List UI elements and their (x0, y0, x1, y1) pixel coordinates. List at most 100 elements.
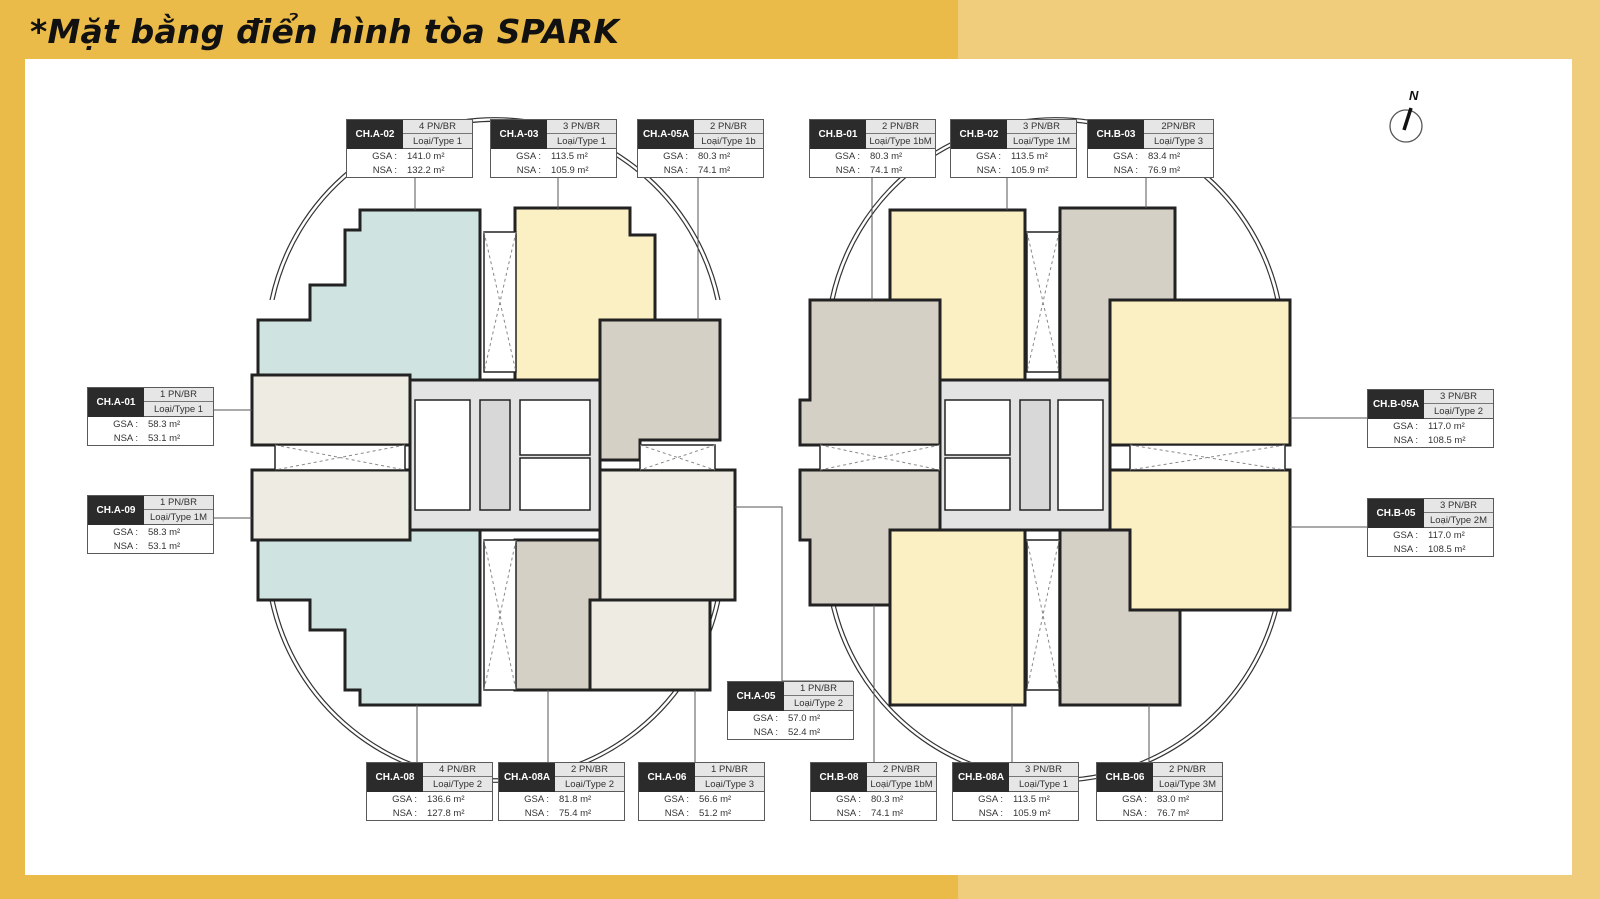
unit-b02-area (798, 298, 942, 447)
north-label: N (1409, 88, 1419, 103)
nsa-label: NSA : (392, 808, 417, 819)
unit-label-ch-a-08: CH.A-08 4 PN/BR Loại/Type 2 GSA :136.6 m… (366, 762, 493, 821)
gsa-label: GSA : (836, 794, 861, 805)
unit-code: CH.A-05A (638, 120, 694, 149)
unit-a08-area (256, 528, 482, 707)
unit-code: CH.B-05 (1368, 499, 1424, 528)
nsa-value: 51.2 m² (699, 808, 732, 819)
unit-b05a-area (1108, 298, 1292, 447)
nsa-value: 75.4 m² (559, 808, 592, 819)
nsa-value: 132.2 m² (407, 165, 445, 176)
unit-label-ch-a-03: CH.A-03 3 PN/BR Loại/Type 1 GSA :113.5 m… (490, 119, 617, 178)
gsa-value: 83.4 m² (1148, 151, 1181, 162)
gsa-label: GSA : (753, 713, 778, 724)
unit-type: Loại/Type 2 (423, 777, 492, 792)
nsa-value: 74.1 m² (871, 808, 904, 819)
bedroom-count: 1 PN/BR (144, 388, 213, 402)
unit-label-ch-a-06: CH.A-06 1 PN/BR Loại/Type 3 GSA :56.6 m²… (638, 762, 765, 821)
gsa-label: GSA : (524, 794, 549, 805)
unit-type: Loại/Type 1b (694, 134, 763, 149)
unit-code: CH.B-08 (811, 763, 867, 792)
unit-code: CH.B-03 (1088, 120, 1144, 149)
unit-code: CH.B-08A (953, 763, 1009, 792)
bedroom-count: 3 PN/BR (1424, 499, 1493, 513)
unit-code: CH.B-01 (810, 120, 866, 149)
unit-type: Loại/Type 1M (1007, 134, 1076, 149)
unit-a02-area (256, 208, 482, 382)
bedroom-count: 3 PN/BR (547, 120, 616, 134)
unit-a08a-area (513, 538, 602, 692)
unit-b06-area (1058, 528, 1182, 707)
nsa-label: NSA : (1113, 165, 1138, 176)
bedroom-count: 2 PN/BR (694, 120, 763, 134)
nsa-value: 127.8 m² (427, 808, 465, 819)
gsa-value: 117.0 m² (1428, 530, 1465, 541)
unit-code: CH.B-05A (1368, 390, 1424, 419)
gsa-label: GSA : (1393, 530, 1418, 541)
unit-type: Loại/Type 1bM (867, 777, 936, 792)
nsa-value: 74.1 m² (870, 165, 903, 176)
unit-code: CH.A-02 (347, 120, 403, 149)
gsa-value: 57.0 m² (788, 713, 821, 724)
nsa-value: 52.4 m² (788, 727, 821, 738)
gsa-label: GSA : (978, 794, 1003, 805)
nsa-value: 108.5 m² (1428, 544, 1466, 555)
tower-a (250, 206, 737, 707)
bedroom-count: 2 PN/BR (867, 763, 936, 777)
gsa-value: 113.5 m² (1011, 151, 1048, 162)
nsa-label: NSA : (516, 165, 541, 176)
unit-type: Loại/Type 1 (1009, 777, 1078, 792)
nsa-value: 53.1 m² (148, 541, 181, 552)
unit-label-ch-a-09: CH.A-09 1 PN/BR Loại/Type 1M GSA :58.3 m… (87, 495, 214, 554)
compass-icon (1389, 107, 1423, 143)
bedroom-count: 3 PN/BR (1424, 390, 1493, 404)
unit-label-ch-b-03: CH.B-03 2PN/BR Loại/Type 3 GSA :83.4 m² … (1087, 119, 1214, 178)
unit-type: Loại/Type 1bM (866, 134, 935, 149)
unit-b05-area (1108, 468, 1292, 612)
unit-label-ch-a-08a: CH.A-08A 2 PN/BR Loại/Type 2 GSA :81.8 m… (498, 762, 625, 821)
gsa-label: GSA : (1122, 794, 1147, 805)
nsa-label: NSA : (113, 433, 138, 444)
gsa-value: 58.3 m² (148, 419, 181, 430)
gsa-label: GSA : (392, 794, 417, 805)
tower-a-balcony-arc-top (269, 117, 721, 301)
unit-code: CH.A-05 (728, 682, 784, 711)
nsa-label: NSA : (836, 808, 861, 819)
gsa-label: GSA : (372, 151, 397, 162)
nsa-label: NSA : (835, 165, 860, 176)
unit-label-ch-b-08a: CH.B-08A 3 PN/BR Loại/Type 1 GSA : 113.5 … (952, 762, 1079, 821)
gsa-value: 113.5 m² (1013, 794, 1050, 805)
bedroom-count: 3 PN/BR (1009, 763, 1078, 777)
nsa-label: NSA : (1393, 435, 1418, 446)
unit-label-ch-b-02: CH.B-02 3 PN/BR Loại/Type 1M GSA :113.5 … (950, 119, 1077, 178)
unit-label-ch-a-02: CH.A-02 4 PN/BR Loại/Type 1 GSA :141.0 m… (346, 119, 473, 178)
bedroom-count: 4 PN/BR (403, 120, 472, 134)
gsa-label: GSA : (516, 151, 541, 162)
nsa-value: 76.9 m² (1148, 165, 1181, 176)
nsa-value: 105.9 m² (551, 165, 589, 176)
north-compass: N (1389, 88, 1425, 146)
gsa-label: GSA : (664, 794, 689, 805)
nsa-label: NSA : (372, 165, 397, 176)
gsa-value: 58.3 m² (148, 527, 181, 538)
nsa-label: NSA : (663, 165, 688, 176)
gsa-value: 83.0 m² (1157, 794, 1190, 805)
nsa-value: 105.9 m² (1013, 808, 1051, 819)
nsa-label: NSA : (976, 165, 1001, 176)
gsa-label: GSA : (113, 527, 138, 538)
nsa-label: NSA : (664, 808, 689, 819)
nsa-label: NSA : (1122, 808, 1147, 819)
bedroom-count: 1 PN/BR (144, 496, 213, 510)
unit-label-ch-b-06: CH.B-06 2 PN/BR Loại/Type 3M GSA :83.0 m… (1096, 762, 1223, 821)
unit-type: Loại/Type 2 (1424, 404, 1493, 419)
bedroom-count: 2 PN/BR (555, 763, 624, 777)
gsa-label: GSA : (663, 151, 688, 162)
unit-type: Loại/Type 2M (1424, 513, 1493, 528)
unit-label-ch-b-01: CH.B-01 2 PN/BR Loại/Type 1bM GSA :80.3 … (809, 119, 936, 178)
unit-code: CH.B-02 (951, 120, 1007, 149)
unit-code: CH.A-03 (491, 120, 547, 149)
unit-code: CH.A-08 (367, 763, 423, 792)
unit-code: CH.A-06 (639, 763, 695, 792)
gsa-value: 117.0 m² (1428, 421, 1465, 432)
unit-type: Loại/Type 2 (555, 777, 624, 792)
